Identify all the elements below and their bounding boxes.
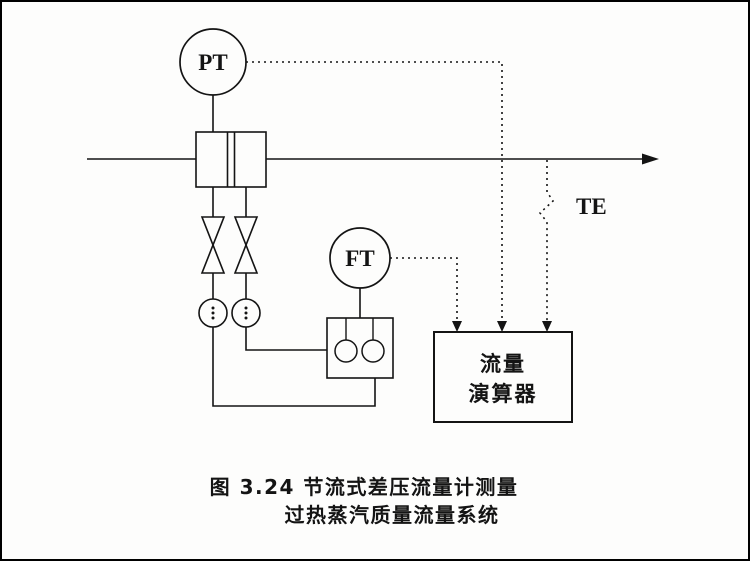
flow-computer-label-line1: 流量 xyxy=(480,352,526,376)
pt-signal-dotted-line xyxy=(246,61,503,324)
dp-chamber-bellows-right xyxy=(361,339,385,363)
te-label: TE xyxy=(576,194,607,219)
caption-line-2: 过热蒸汽质量流量系统 xyxy=(284,503,500,527)
ft-signal-dotted-line xyxy=(390,257,458,324)
seal-pot-right-dot-2 xyxy=(244,311,248,315)
seal-pot-right-dot-1 xyxy=(244,306,248,310)
valve-left-top-triangle xyxy=(200,216,226,248)
seal-pot-left-dot-2 xyxy=(211,311,215,315)
impulse-tubing-left-route xyxy=(212,327,376,407)
valve-right-top-triangle xyxy=(233,216,259,248)
pt-label: PT xyxy=(198,50,227,75)
te-signal-arrowhead xyxy=(542,321,552,332)
ft-label: FT xyxy=(345,246,374,271)
valve-left-bottom-triangle xyxy=(200,242,226,274)
ft-signal-arrowhead xyxy=(452,321,462,332)
flow-computer-box xyxy=(433,331,573,423)
seal-pot-right-dot-3 xyxy=(244,316,248,320)
seal-pot-left-dot-1 xyxy=(211,306,215,310)
caption-line-1: 图 3.24 节流式差压流量计测量 xyxy=(209,475,519,499)
pipe-flow-arrow xyxy=(642,153,659,165)
dp-chamber-bellows-left xyxy=(334,339,358,363)
impulse-tubing-right-route xyxy=(245,327,327,351)
flow-computer-label-line2: 演算器 xyxy=(469,382,538,406)
valve-right-bottom-triangle xyxy=(233,242,259,274)
orifice-plate-body xyxy=(195,131,267,188)
pt-signal-arrowhead xyxy=(497,321,507,332)
seal-pot-left-dot-3 xyxy=(211,316,215,320)
te-signal-dotted-line xyxy=(538,160,555,324)
